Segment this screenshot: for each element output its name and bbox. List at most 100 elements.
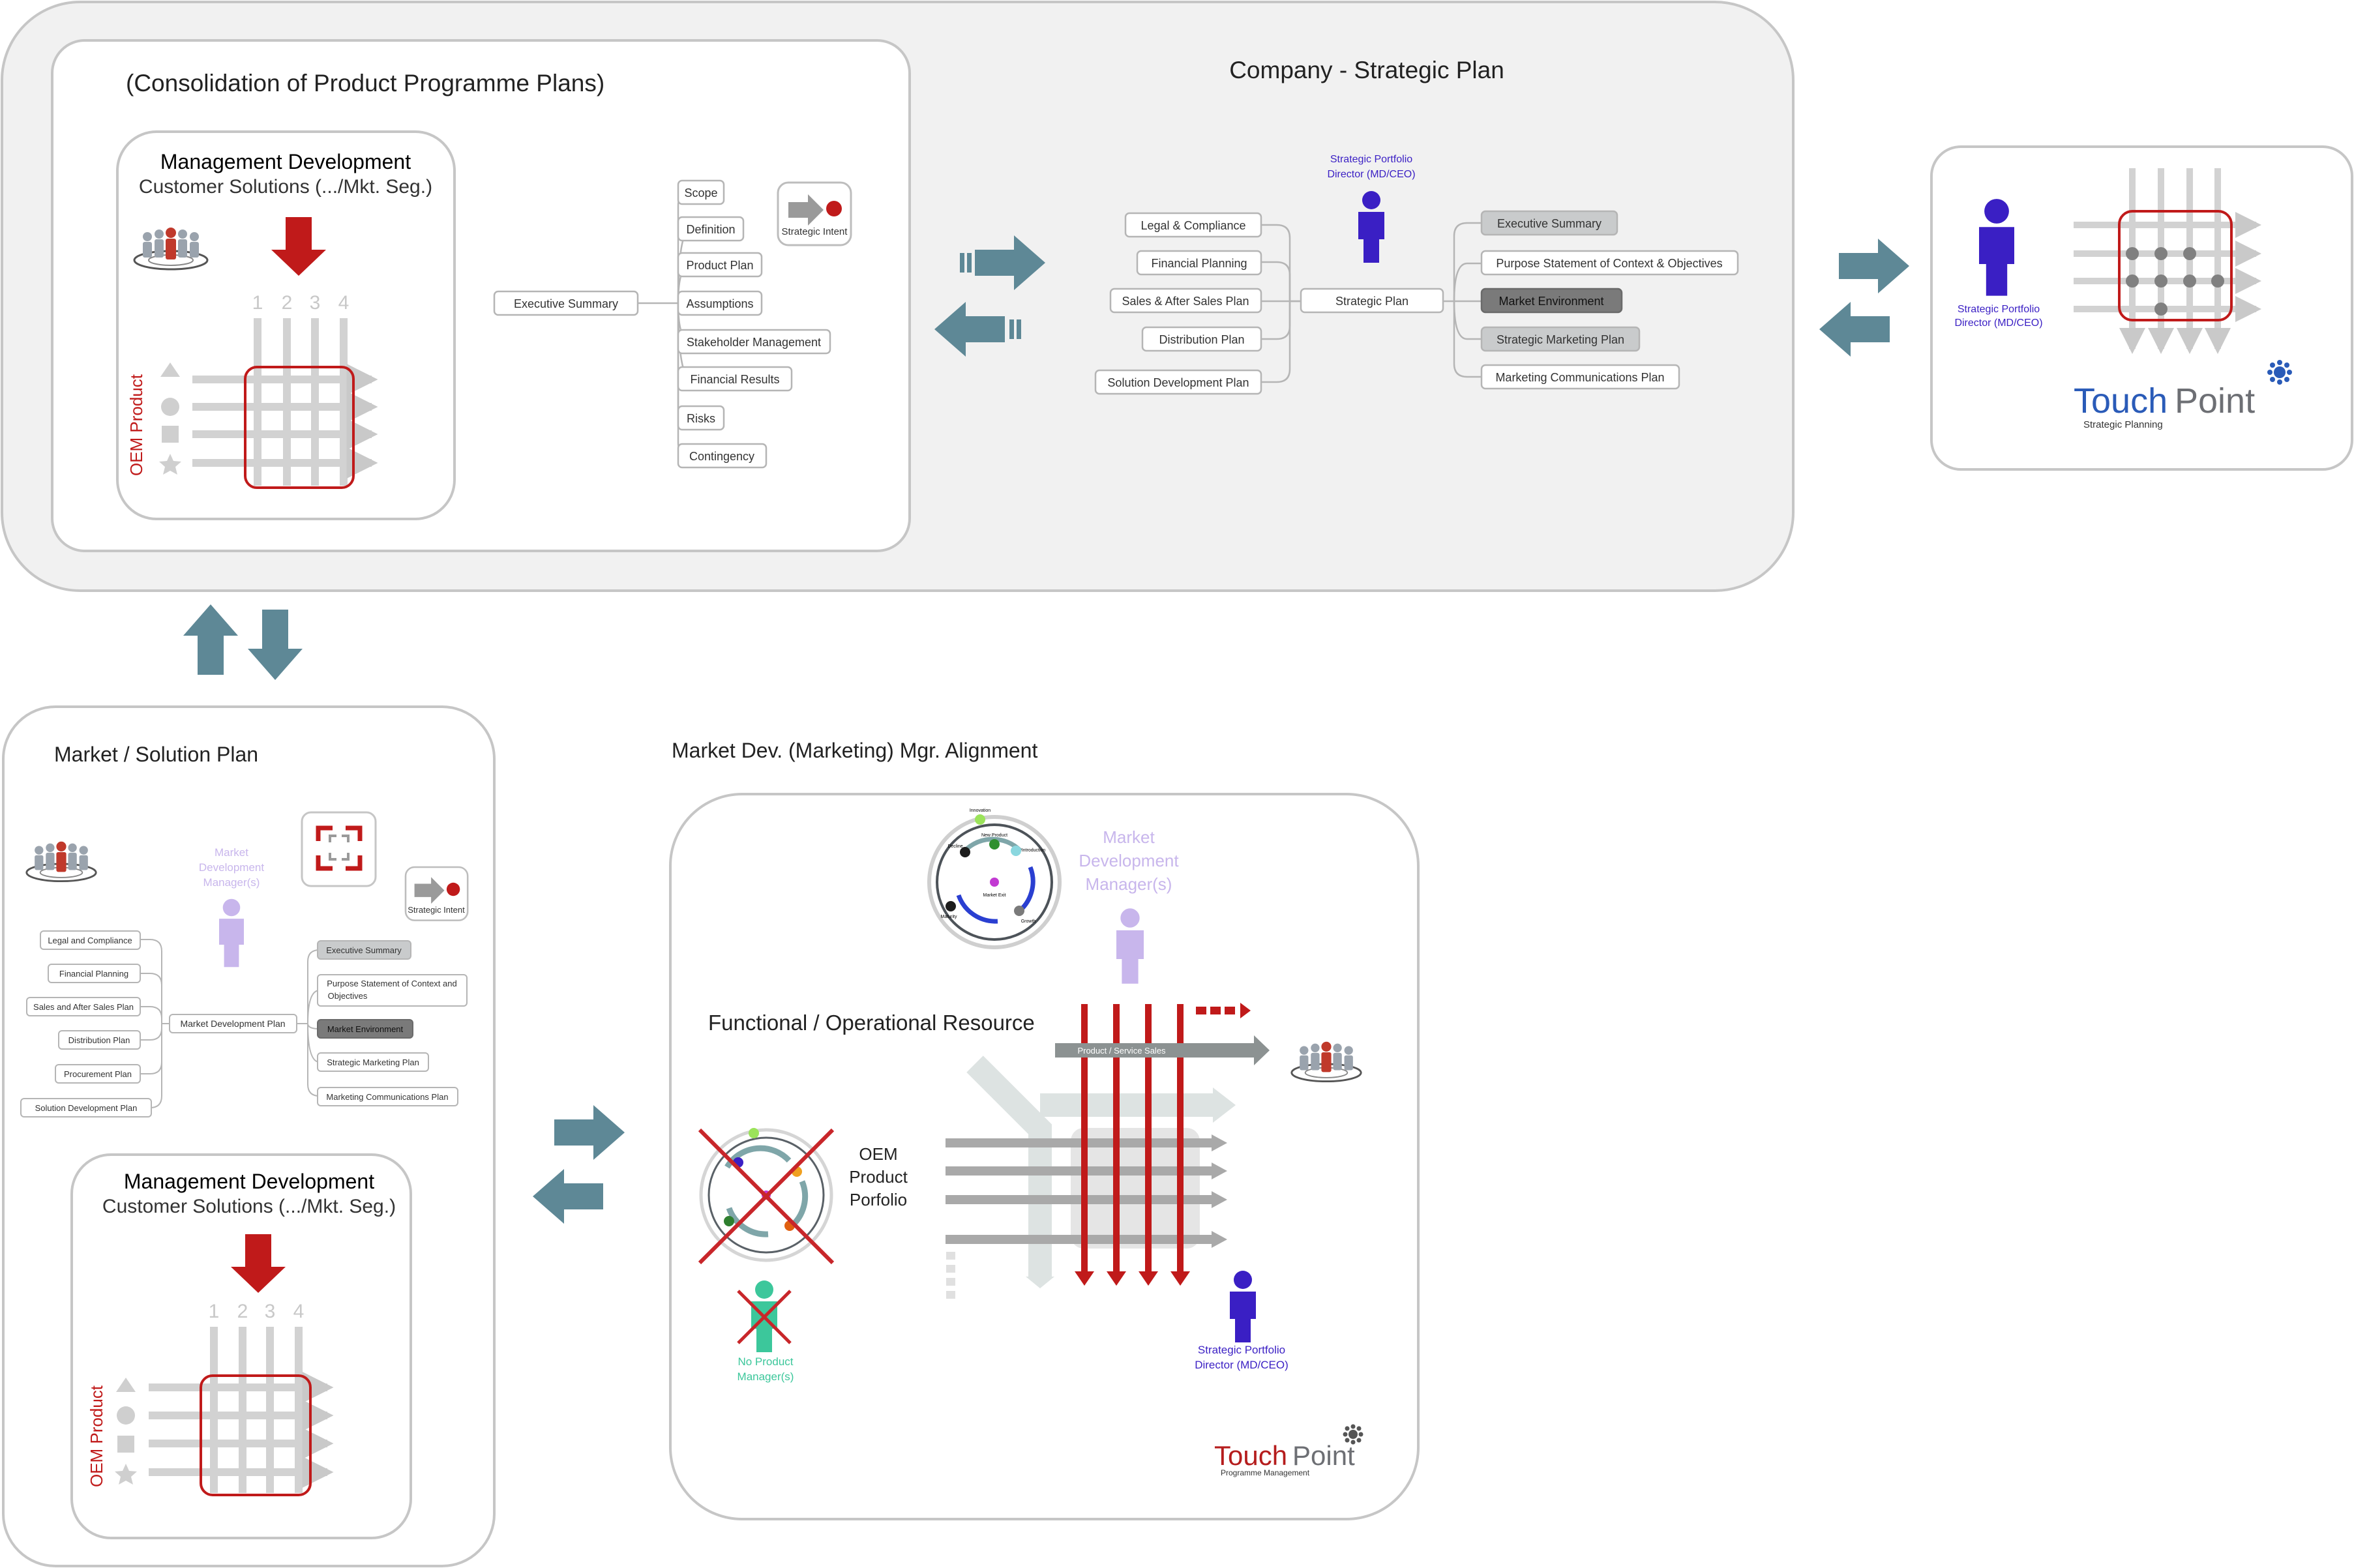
market-solution-title: Market / Solution Plan (54, 743, 258, 766)
branch-financial-results: Financial Results (690, 373, 779, 386)
red-down-arrow-icon-2 (231, 1234, 286, 1293)
director-label-right-1: Strategic Portfolio (1958, 304, 2040, 315)
brand-point-bottom: Point (1292, 1440, 1355, 1471)
matrix-row-label-top: OEM Product (127, 374, 146, 476)
matrix-col-3: 3 (310, 292, 321, 314)
matrix2-col-1: 1 (209, 1301, 220, 1322)
matrix2-col-4: 4 (293, 1301, 305, 1322)
ms-input-financial: Financial Planning (59, 969, 128, 979)
brand-touch-right: Touch (2074, 381, 2168, 421)
branch-definition: Definition (686, 223, 735, 236)
matrix2-col-2: 2 (237, 1301, 248, 1322)
consolidation-title: (Consolidation of Product Programme Plan… (126, 70, 604, 96)
director-label-bottom-2: Director (MD/CEO) (1195, 1359, 1289, 1371)
matrix-bottom: 1 2 3 4 OEM Product (87, 1301, 334, 1496)
branch-assumptions: Assumptions (686, 297, 753, 310)
ms-input-legal: Legal and Compliance (48, 936, 132, 945)
touchpoint-logo-bottom: Touch Point Programme Management (1214, 1424, 1363, 1477)
ms-input-solution-development: Solution Development Plan (35, 1103, 138, 1113)
cycle-introduction: Introduction (1022, 848, 1046, 853)
cycle-square-icon (301, 811, 377, 887)
oem-portfolio-line2: Product (849, 1167, 908, 1187)
oem-portfolio-line3: Porfolio (850, 1190, 907, 1209)
ms-output-purpose-1: Purpose Statement of Context and (327, 979, 456, 988)
exec-summary-root: Executive Summary (514, 297, 618, 310)
matrix-col-2: 2 (282, 292, 293, 314)
ms-input-distribution: Distribution Plan (68, 1035, 130, 1045)
exchange-arrows-top (934, 235, 1045, 357)
ms-output-marketing-comms: Marketing Communications Plan (326, 1092, 448, 1102)
mdm2-label-1: Market (1103, 827, 1155, 847)
input-sales-after-sales: Sales & After Sales Plan (1122, 295, 1249, 308)
no-pm-label-2: Manager(s) (737, 1370, 794, 1383)
output-purpose-statement: Purpose Statement of Context & Objective… (1496, 257, 1722, 270)
exec-summary-tree: Executive Summary Scope Definition Produ… (493, 179, 831, 469)
input-solution-development: Solution Development Plan (1107, 376, 1249, 389)
brand-sub-bottom: Programme Management (1221, 1468, 1310, 1477)
red-down-arrow-icon (271, 217, 326, 276)
input-legal-compliance: Legal & Compliance (1140, 219, 1245, 232)
mdm2-label-3: Manager(s) (1086, 874, 1172, 894)
portfolio-matrix-right (2074, 168, 2261, 354)
lifecycle-icon: Innovation New Product Introduction Grow… (927, 808, 1062, 949)
strategic-intent-label-2: Strategic Intent (408, 905, 465, 915)
exchange-arrows-vertical (183, 604, 303, 680)
ms-output-exec-summary: Executive Summary (326, 945, 402, 955)
market-dev-manager-icon-2: Market Development Manager(s) (1079, 827, 1179, 984)
oem-portfolio-line1: OEM (859, 1144, 897, 1164)
branch-contingency: Contingency (689, 450, 754, 463)
ms-output-market-env: Market Environment (327, 1024, 404, 1034)
functional-resource-title: Functional / Operational Resource (708, 1011, 1035, 1035)
branch-product-plan: Product Plan (686, 259, 753, 272)
resource-flow-diagram: Product / Service Sales (946, 1003, 1270, 1299)
output-executive-summary: Executive Summary (1497, 217, 1602, 230)
director-label-line1: Strategic Portfolio (1330, 154, 1412, 165)
director-label-bottom-1: Strategic Portfolio (1198, 1344, 1285, 1356)
matrix-row-label-bottom: OEM Product (87, 1385, 106, 1487)
mgmt-dev-title-bottom: Management Development (124, 1170, 374, 1193)
branch-risks: Risks (687, 412, 715, 425)
mgmt-dev-subtitle-bottom: Customer Solutions (.../Mkt. Seg.) (102, 1196, 396, 1217)
brand-touch-bottom: Touch (1214, 1440, 1287, 1471)
no-product-manager-icon (737, 1280, 792, 1352)
cycle-new-product: New Product (981, 833, 1007, 838)
director-label-line2: Director (MD/CEO) (1327, 169, 1415, 180)
matrix-col-4: 4 (338, 292, 350, 314)
cycle-innovation: Innovation (970, 808, 991, 813)
center-strategic-plan: Strategic Plan (1335, 295, 1408, 308)
output-marketing-communications: Marketing Communications Plan (1495, 371, 1664, 384)
mdm-label-1: Market (215, 846, 248, 859)
output-strategic-marketing: Strategic Marketing Plan (1497, 333, 1624, 346)
ms-center-market-dev-plan: Market Development Plan (180, 1018, 285, 1029)
ms-input-procurement: Procurement Plan (64, 1069, 132, 1079)
exchange-arrows-right (1819, 239, 1909, 357)
no-pm-label-1: No Product (737, 1355, 793, 1368)
brand-sub-right: Strategic Planning (2083, 419, 2163, 430)
mdm2-label-2: Development (1079, 851, 1179, 870)
crossed-lifecycle-icon (698, 1128, 835, 1265)
mgmt-dev-subtitle-top: Customer Solutions (.../Mkt. Seg.) (139, 176, 432, 198)
mdm-label-3: Manager(s) (203, 876, 260, 889)
director-label-right-2: Director (MD/CEO) (1954, 318, 2042, 329)
matrix-top: 1 2 3 4 OEM Product (127, 292, 378, 489)
matrix2-col-3: 3 (265, 1301, 276, 1322)
ms-input-sales: Sales and After Sales Plan (33, 1002, 134, 1012)
input-distribution-plan: Distribution Plan (1159, 333, 1244, 346)
branch-scope: Scope (684, 186, 717, 200)
brand-point-right: Point (2175, 381, 2255, 421)
market-dev-manager-icon: Market Development Manager(s) (199, 846, 264, 968)
strategic-plan-tree: Legal & Compliance Financial Planning Sa… (1094, 210, 1739, 395)
exchange-arrows-bottom (533, 1105, 625, 1224)
mdm-label-2: Development (199, 861, 264, 874)
cycle-decline: Decline (947, 844, 962, 849)
market-dev-plan-tree: Legal and Compliance Financial Planning … (20, 930, 468, 1117)
mgmt-dev-title-top: Management Development (160, 150, 411, 173)
touchpoint-logo-right: Touch Point Strategic Planning (2074, 360, 2292, 430)
branch-stakeholder-management: Stakeholder Management (687, 336, 821, 349)
cycle-maturity: Maturity (941, 915, 957, 919)
product-service-sales-label: Product / Service Sales (1077, 1046, 1166, 1056)
cycle-market-exit: Market Exit (983, 893, 1006, 898)
alignment-title: Market Dev. (Marketing) Mgr. Alignment (672, 739, 1037, 762)
ms-output-purpose-2: Objectives (328, 991, 368, 1001)
